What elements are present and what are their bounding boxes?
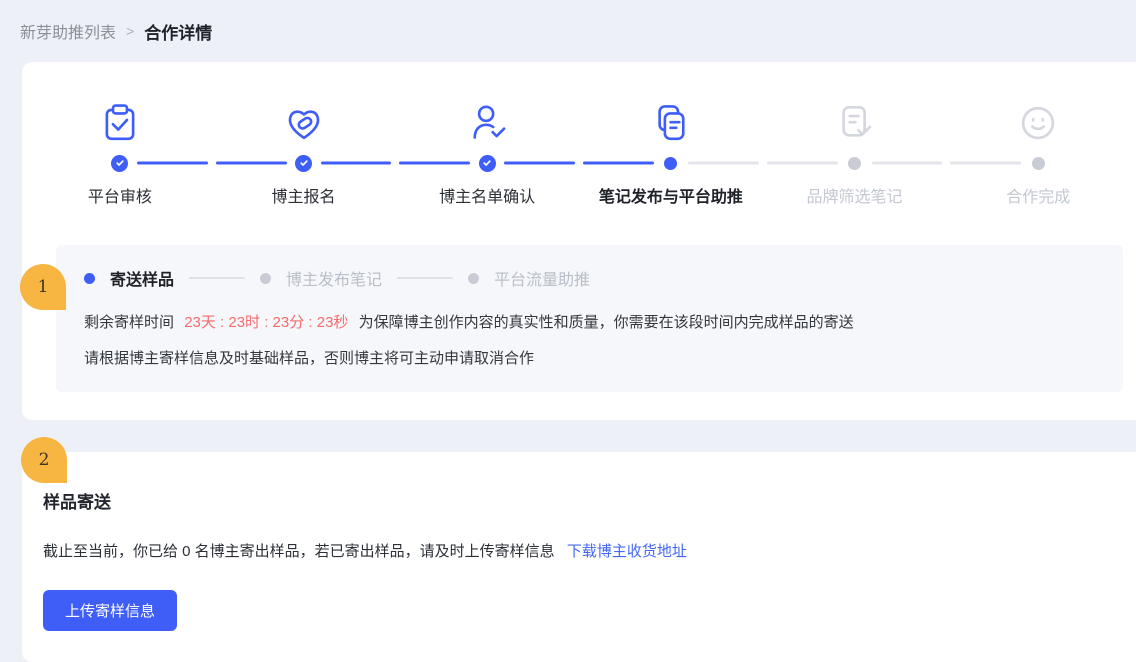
breadcrumb-parent-link[interactable]: 新芽助推列表 [20, 25, 117, 42]
handshake-heart-icon [283, 96, 325, 144]
shipping-summary-text: 截止至当前，你已给 0 名博主寄出样品，若已寄出样品，请及时上传寄样信息 [43, 543, 555, 560]
step-connector [871, 161, 943, 165]
user-check-icon [466, 96, 508, 144]
step-label: 品牌筛选笔记 [806, 189, 903, 206]
substep-pending-dot [468, 272, 480, 284]
step-collaboration-complete: 合作完成 [946, 96, 1130, 207]
step-pending-dot [848, 156, 862, 170]
step-current-dot [664, 156, 678, 170]
step-connector [136, 161, 208, 165]
step-label: 合作完成 [1006, 189, 1071, 206]
step-note-publish-boost: 笔记发布与平台助推 [579, 96, 763, 207]
collaboration-stepper: 平台审核 博主报名 [22, 62, 1136, 207]
step-connector [504, 161, 576, 165]
doc-check-icon [834, 96, 876, 144]
badge-number: 2 [38, 450, 50, 470]
step-blogger-list-confirm: 博主名单确认 [395, 96, 579, 207]
sample-shipping-card: 2 样品寄送 截止至当前，你已给 0 名博主寄出样品，若已寄出样品，请及时上传寄… [21, 437, 1136, 662]
step-brand-filter-notes: 品牌筛选笔记 [763, 96, 947, 207]
breadcrumb-current: 合作详情 [144, 23, 213, 43]
shipping-stage-panel: 寄送样品 博主发布笔记 平台流量助推 剩余寄样时间 23天 : 23时 : 23… [56, 245, 1123, 392]
step-label: 博主报名 [271, 189, 336, 206]
shipping-summary: 截止至当前，你已给 0 名博主寄出样品，若已寄出样品，请及时上传寄样信息 下载博… [43, 540, 1136, 561]
step-blogger-signup: 博主报名 [212, 96, 396, 207]
substep-label-publish-note: 博主发布笔记 [286, 272, 383, 289]
countdown-suffix: 为保障博主创作内容的真实性和质量，你需要在该段时间内完成样品的寄送 [358, 314, 854, 331]
step-label: 博主名单确认 [439, 189, 536, 206]
shipping-note: 请根据博主寄样信息及时基础样品，否则博主将可主动申请取消合作 [84, 350, 535, 367]
breadcrumb: 新芽助推列表 > 合作详情 [0, 0, 1136, 62]
step-connector [766, 161, 838, 165]
substeps: 寄送样品 博主发布笔记 平台流量助推 [84, 266, 1123, 290]
step-done-dot [478, 154, 496, 172]
download-address-link[interactable]: 下载博主收货地址 [566, 543, 687, 560]
countdown-line: 剩余寄样时间 23天 : 23时 : 23分 : 23秒 为保障博主创作内容的真… [84, 311, 1123, 332]
hint-badge-2: 2 [21, 437, 67, 483]
step-label: 笔记发布与平台助推 [598, 189, 743, 206]
step-connector [399, 161, 471, 165]
clipboard-check-icon [99, 96, 141, 144]
step-label: 平台审核 [87, 189, 152, 206]
notes-icon [650, 96, 692, 144]
step-connector [583, 161, 654, 165]
step-platform-review: 平台审核 [28, 96, 212, 207]
substep-active-dot [84, 272, 95, 284]
hint-badge-1: 1 [20, 264, 66, 310]
countdown-label: 剩余寄样时间 [84, 314, 175, 331]
step-done-dot [295, 154, 312, 172]
substep-pending-dot [260, 272, 272, 284]
step-connector [215, 161, 287, 165]
step-connector [320, 161, 392, 165]
step-connector [687, 161, 759, 165]
section-title: 样品寄送 [43, 493, 111, 512]
progress-card: 平台审核 博主报名 [20, 62, 1136, 420]
substep-label-send-sample: 寄送样品 [110, 272, 175, 289]
badge-number: 1 [37, 277, 49, 297]
step-done-dot [111, 154, 129, 172]
smiley-icon [1017, 96, 1059, 144]
step-pending-dot [1031, 156, 1045, 170]
countdown-timer: 23天 : 23时 : 23分 : 23秒 [184, 314, 349, 331]
substep-connector [189, 277, 246, 279]
substep-label-traffic-boost: 平台流量助推 [494, 272, 591, 289]
step-connector [950, 161, 1022, 165]
breadcrumb-separator-icon: > [126, 23, 135, 39]
substep-connector [397, 277, 454, 279]
upload-sample-info-button[interactable]: 上传寄样信息 [43, 590, 178, 631]
